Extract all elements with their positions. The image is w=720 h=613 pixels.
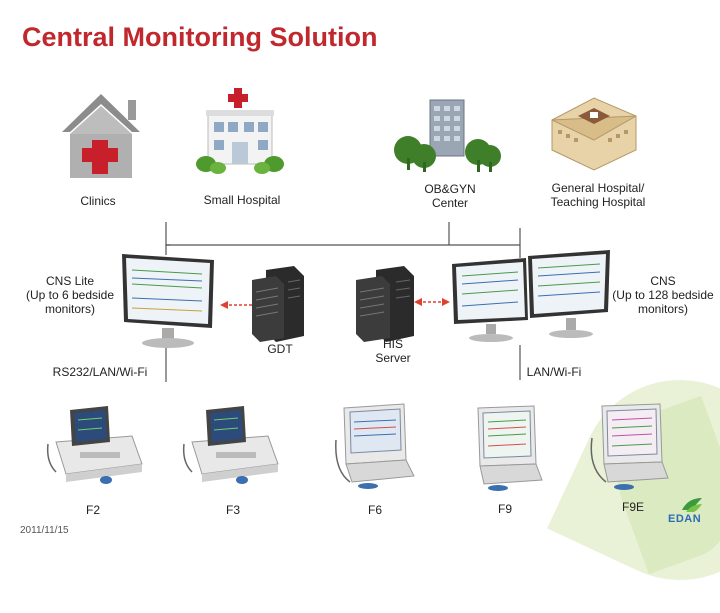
f3-monitor-icon	[182, 406, 279, 484]
f6-monitor-icon	[335, 403, 415, 489]
general-hospital-icon	[551, 97, 637, 171]
monitor-label: F9E	[621, 500, 644, 514]
connection-label-left: RS232/LAN/Wi-Fi	[52, 365, 148, 379]
clinics-label: Clinics	[80, 194, 116, 208]
clinic-house-icon	[62, 94, 140, 178]
monitor-label: F6	[367, 503, 382, 517]
gdt-label: GDT	[267, 342, 293, 356]
arrow-head	[442, 298, 450, 306]
monitor-label: F3	[225, 503, 240, 517]
connector-line	[165, 222, 170, 246]
connection-label-right: LAN/Wi-Fi	[526, 365, 582, 379]
edan-logo-icon	[682, 498, 702, 512]
cns-lite-monitor-icon	[122, 254, 214, 348]
monitor-label: F9	[497, 502, 512, 516]
page-title: Central Monitoring Solution	[22, 22, 378, 52]
date-stamp: 2011/11/15	[20, 525, 69, 536]
small-hospital-label: Small Hospital	[203, 193, 281, 207]
f9-monitor-icon	[477, 405, 543, 491]
general-hospital-label: General Hospital/Teaching Hospital	[550, 181, 646, 209]
gdt-server-icon	[252, 266, 304, 342]
f2-monitor-icon	[46, 406, 143, 484]
monitor-label: F2	[85, 503, 100, 517]
arrow-head	[220, 301, 228, 309]
his-server-icon	[356, 266, 414, 342]
arrow-head	[414, 298, 422, 306]
cns-monitors-icon	[452, 250, 610, 342]
obgyn-building-icon	[394, 99, 501, 172]
edan-logo-text: EDAN	[668, 513, 702, 525]
small-hospital-icon	[196, 88, 284, 174]
f9e-monitor-icon	[590, 403, 669, 490]
